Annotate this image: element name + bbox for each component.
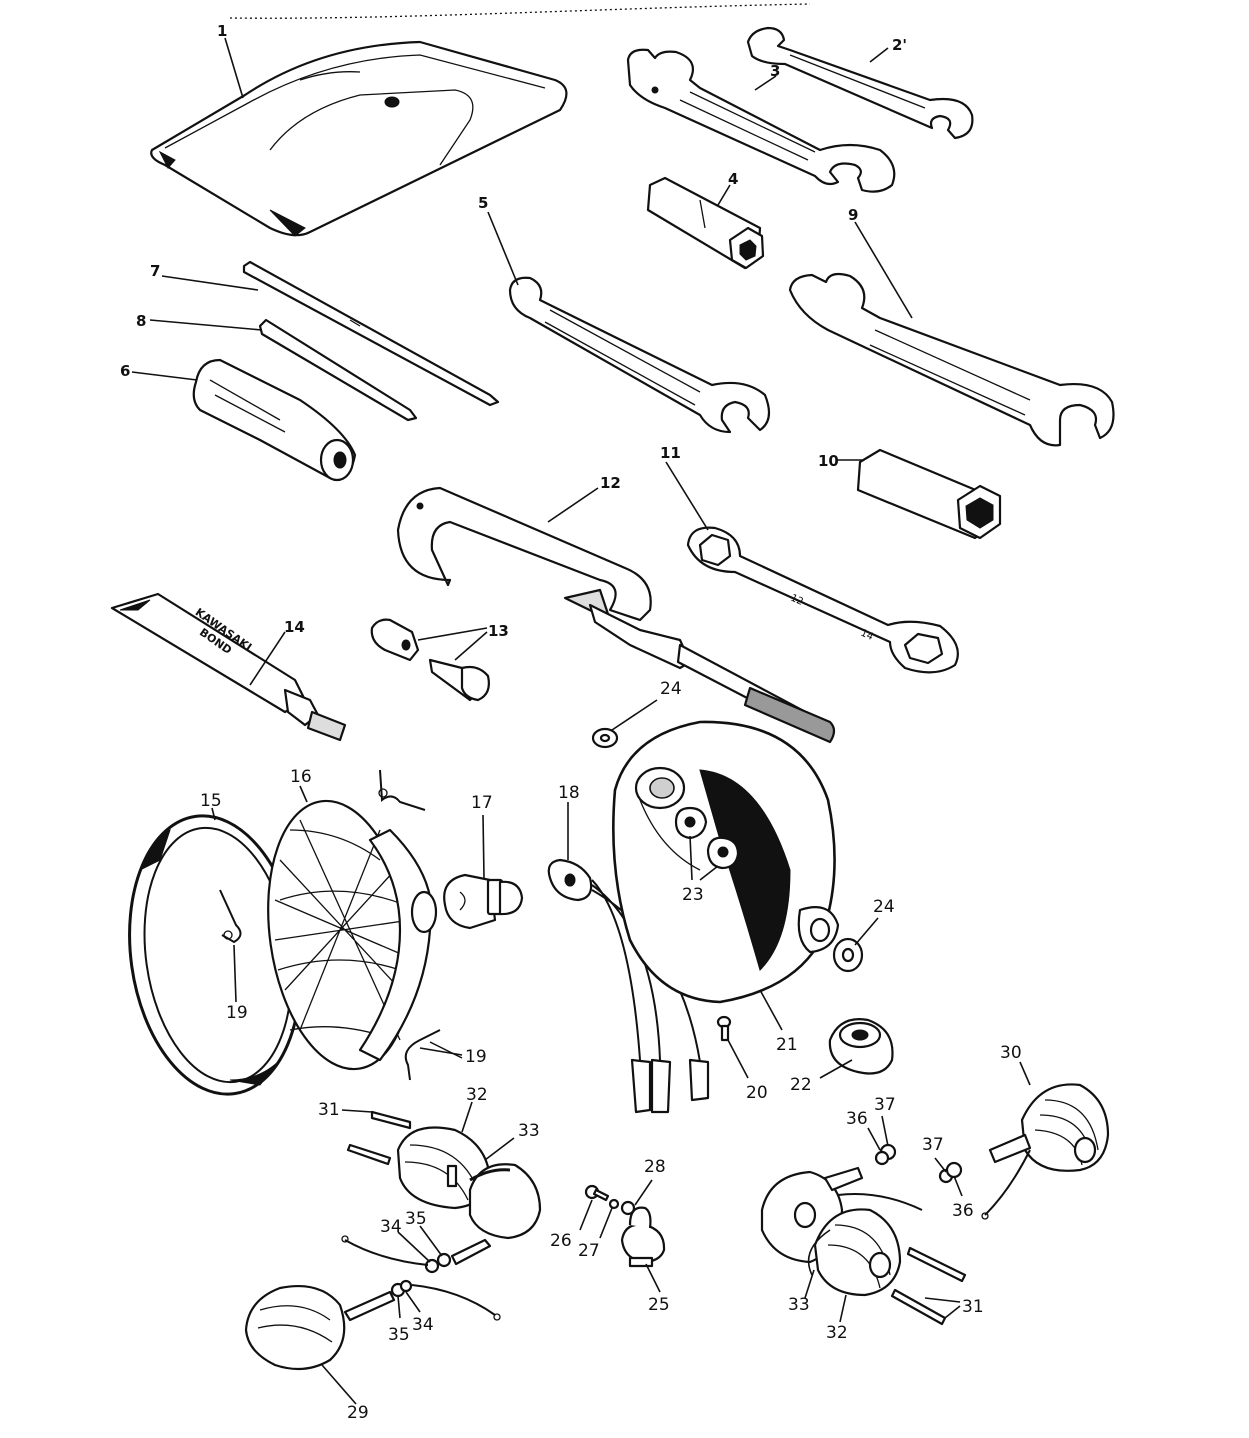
callout-32-left: 32 <box>466 1085 488 1105</box>
part-washer-right <box>832 937 864 973</box>
part-turn-signal-right-front <box>981 1083 1110 1220</box>
part-clip-inner <box>219 889 242 944</box>
callout-9: 9 <box>848 206 858 224</box>
callout-34-upper: 34 <box>380 1217 402 1237</box>
callout-14: 14 <box>284 618 305 636</box>
callout-31-left: 31 <box>318 1100 340 1120</box>
part-box-spanner-small <box>646 176 765 270</box>
part-washer-27 <box>608 1198 620 1210</box>
part-housing-nuts <box>674 806 740 870</box>
callout-33-left: 33 <box>518 1121 540 1141</box>
part-screwdriver-blade-2 <box>258 318 418 422</box>
part-turn-signal-left-front <box>346 1110 542 1240</box>
part-flasher-25 <box>620 1206 666 1268</box>
callout-36-right: 36 <box>952 1201 974 1221</box>
part-bond-tube: KAWASAKI BOND <box>110 592 347 742</box>
part-screwdriver-blade <box>242 260 500 407</box>
part-tire-lever <box>396 486 836 744</box>
part-wrench-medium <box>508 276 771 434</box>
callout-33-right: 33 <box>788 1295 810 1315</box>
part-headlight-unit <box>267 799 438 1071</box>
callout-37-right: 37 <box>922 1135 944 1155</box>
part-small-screw-26 <box>584 1184 610 1202</box>
part-turn-signal-left-rear <box>244 1279 501 1371</box>
callout-35-lower: 35 <box>388 1325 410 1345</box>
callout-27: 27 <box>578 1241 600 1261</box>
part-washer-28 <box>620 1200 636 1216</box>
callout-30: 30 <box>1000 1043 1022 1063</box>
callout-19-inner: 19 <box>226 1003 248 1023</box>
part-screw <box>716 1015 732 1042</box>
svg-text:12: 12 <box>789 593 805 608</box>
callout-12: 12 <box>600 474 621 492</box>
callout-21: 21 <box>776 1035 798 1055</box>
callout-19-lower: 19 <box>465 1047 487 1067</box>
part-socket <box>547 858 593 902</box>
callout-2: 2' <box>892 36 907 54</box>
callout-16: 16 <box>290 767 312 787</box>
part-washers-34-35-left <box>341 1235 492 1274</box>
part-wire-harness <box>591 879 710 1114</box>
callout-18: 18 <box>558 783 580 803</box>
part-washer-upper <box>591 727 619 749</box>
callout-32-right: 32 <box>826 1323 848 1343</box>
callout-24-right: 24 <box>873 897 895 917</box>
part-small-wrench <box>746 26 974 140</box>
callout-31-right: 31 <box>962 1297 984 1317</box>
callout-20: 20 <box>746 1083 768 1103</box>
part-turn-signal-right-rear <box>760 1166 967 1326</box>
callout-8: 8 <box>136 312 146 330</box>
top-edge-line <box>229 3 811 19</box>
part-screwdriver-handle <box>192 358 357 482</box>
part-grommet <box>828 1018 894 1075</box>
callout-13: 13 <box>488 622 509 640</box>
part-ring-spanner: 12 14 <box>686 526 959 674</box>
part-clip-lower <box>404 1029 463 1081</box>
callout-15: 15 <box>200 791 222 811</box>
callout-6: 6 <box>120 362 130 380</box>
callout-4: 4 <box>728 170 738 188</box>
callout-26: 26 <box>550 1231 572 1251</box>
part-tool-tray <box>150 40 568 237</box>
callout-28: 28 <box>644 1157 666 1177</box>
callout-29: 29 <box>347 1403 369 1423</box>
svg-text:14: 14 <box>859 628 875 643</box>
part-box-spanner-large <box>856 448 1002 540</box>
callout-34-lower: 34 <box>412 1315 434 1335</box>
callout-24-upper: 24 <box>660 679 682 699</box>
callout-3: 3 <box>770 62 780 80</box>
part-bulb <box>443 873 524 930</box>
callout-10: 10 <box>818 452 839 470</box>
part-nut-and-bolt <box>370 618 490 702</box>
callout-7: 7 <box>150 262 160 280</box>
callout-25: 25 <box>648 1295 670 1315</box>
part-nut-36-37-right <box>938 1161 963 1184</box>
part-wrench-large <box>788 272 1115 447</box>
callout-11: 11 <box>660 444 681 462</box>
callout-5: 5 <box>478 194 488 212</box>
part-double-end-wrench <box>626 48 896 193</box>
callout-17: 17 <box>471 793 493 813</box>
callout-37-left: 37 <box>874 1095 896 1115</box>
callout-23: 23 <box>682 885 704 905</box>
callout-22: 22 <box>790 1075 812 1095</box>
callout-1: 1 <box>217 22 227 40</box>
callout-36-left: 36 <box>846 1109 868 1129</box>
callout-35-upper: 35 <box>405 1209 427 1229</box>
